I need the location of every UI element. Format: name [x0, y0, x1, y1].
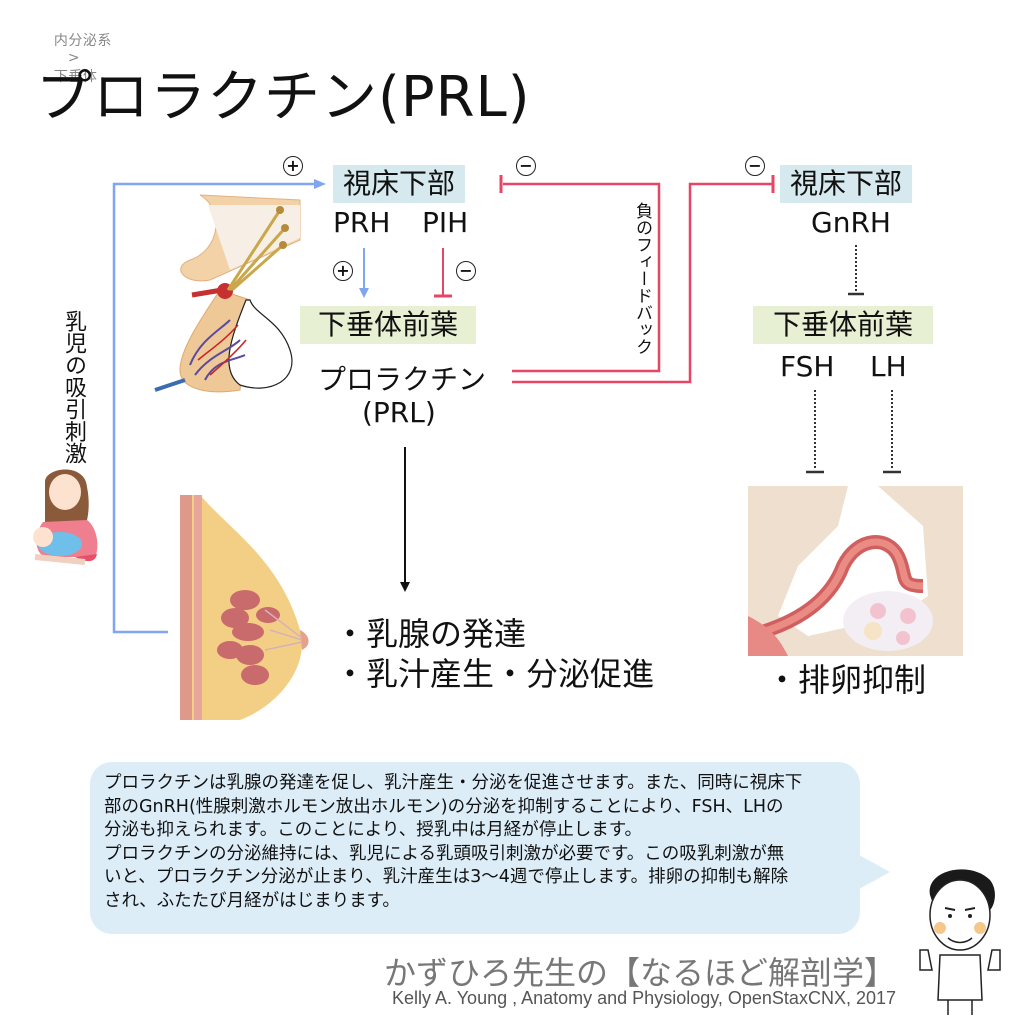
effect-milk-production: ・乳汁産生・分泌促進 [334, 655, 655, 693]
anterior-pituitary-box-left: 下垂体前葉 [300, 306, 477, 344]
suckling-stimulus-label: 乳児の吸引刺激 [61, 310, 86, 464]
brand-title: かずひろ先生の【なるほど解剖学】 [383, 954, 896, 992]
hypothalamus-box-left: 視床下部 [333, 165, 466, 203]
hypothalamus-box-right: 視床下部 [780, 165, 913, 203]
minus-sign-icon: − [745, 156, 765, 176]
hormone-fsh: FSH [780, 350, 835, 383]
minus-sign-icon: − [516, 156, 536, 176]
explanation-line: プロラクチンの分泌維持には、乳児による乳頭吸引刺激が必要です。この吸乳刺激が無 [104, 843, 785, 864]
negative-feedback-label: 負のフィードバック [632, 202, 652, 355]
explanation-line: され、ふたたび月経がはじまります。 [104, 890, 400, 911]
breadcrumb: 内分泌系 > 下垂体 [44, 14, 112, 86]
pituitary-illustration [154, 194, 301, 393]
explanation-line: 分泌も抑えられます。このことにより、授乳中は月経が停止します。 [104, 820, 642, 840]
minus-sign-icon: − [456, 261, 476, 281]
suckling-arrowhead [314, 179, 326, 189]
prl-effects-list: ・乳腺の発達 ・乳汁産生・分泌促進 [334, 614, 654, 694]
explanation-line: プロラクチンは乳腺の発達を促し、乳汁産生・分泌を促進させます。また、同時に視床下 [104, 773, 803, 793]
hormone-gnrh: GnRH [811, 206, 891, 239]
gnrh-inhibit-line [512, 182, 772, 384]
breast-illustration [180, 495, 309, 720]
prl-abbrev-label: (PRL) [362, 396, 436, 429]
source-credit: Kelly A. Young , Anatomy and Physiology,… [392, 988, 896, 1008]
teacher-illustration [919, 869, 1001, 1015]
prl-effect-arrowhead [400, 582, 410, 592]
ovary-illustration [748, 486, 963, 656]
mother-illustration [33, 469, 98, 565]
neg-feedback-line [503, 182, 661, 373]
breadcrumb-separator: > [67, 50, 81, 66]
page-title: プロラクチン(PRL) [36, 65, 531, 130]
bubble-tail [850, 850, 890, 894]
breadcrumb-current: 下垂体 [53, 69, 98, 85]
prh-arrowhead [359, 288, 369, 298]
hormone-pih: PIH [422, 206, 469, 239]
explanation-line: 部のGnRH(性腺刺激ホルモン放出ホルモン)の分泌を抑制することにより、FSH、… [104, 796, 784, 817]
prolactin-label: プロラクチン [318, 363, 487, 396]
explanation-line: いと、プロラクチン分泌が止まり、乳汁産生は3〜4週で停止します。排卵の抑制も解除 [104, 867, 789, 887]
hormone-prh: PRH [333, 206, 391, 239]
effect-mammary-development: ・乳腺の発達 [334, 615, 527, 653]
effect-ovulation-suppression: ・排卵抑制 [766, 661, 927, 699]
suckling-feedback-line [112, 182, 316, 634]
breadcrumb-parent[interactable]: 内分泌系 [53, 33, 112, 49]
explanation-bubble [90, 762, 860, 934]
plus-sign-icon: + [333, 261, 353, 281]
plus-sign-icon: + [283, 156, 303, 176]
explanation-text: プロラクチンは乳腺の発達を促し、乳汁産生・分泌を促進させます。また、同時に視床下… [104, 772, 864, 913]
anterior-pituitary-box-right: 下垂体前葉 [753, 306, 934, 344]
hormone-lh: LH [870, 350, 907, 383]
